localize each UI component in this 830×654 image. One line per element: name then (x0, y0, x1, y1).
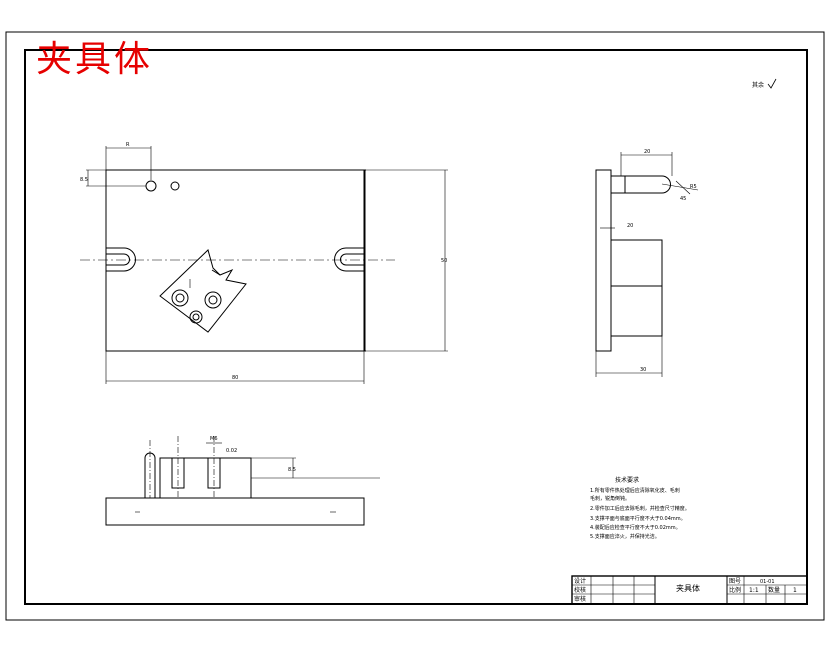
dim-front-height: 8.5 (288, 467, 296, 473)
dim-top-slot: R (126, 142, 130, 148)
inner-frame (24, 49, 808, 605)
front-block (159, 457, 252, 499)
clamp-screw-2 (204, 291, 222, 309)
overlay-title: 夹具体 (36, 39, 154, 80)
title-scale-label: 比例 (729, 586, 741, 594)
dim-side-base: 30 (640, 367, 646, 373)
dim-side-radius: R5 (690, 184, 697, 190)
tech-item-4: 3.支撑平面与底面平行度不大于0.04mm。 (590, 515, 686, 522)
left-slot (106, 247, 136, 272)
clamp-screw-3 (189, 310, 203, 324)
tech-item-5: 4.装配后应检查平行度不大于0.02mm。 (590, 524, 681, 531)
tech-item-6: 5.支撑面应淬火，并保持光洁。 (590, 533, 660, 540)
title-scale-value: 1:1 (749, 587, 759, 594)
top-view-dims: R 8.5 80 50 (80, 142, 447, 381)
side-view-dims: 20 R5 45 20 30 (627, 149, 697, 373)
front-base-plate (105, 497, 365, 526)
dim-front-tol: 0.02 (226, 448, 237, 454)
title-drawing-name: 夹具体 (676, 583, 700, 593)
title-drawing-no-value: 01-01 (760, 579, 775, 585)
roughness-note: 其余 (752, 78, 777, 89)
clamp-screw-1 (171, 289, 189, 307)
dim-front-hole: M6 (210, 436, 218, 442)
roughness-text: 其余 (752, 81, 764, 89)
dim-top-hole-offset: 8.5 (80, 177, 88, 183)
tech-item-3: 2.零件加工后应去除毛刺，并检查尺寸精度。 (590, 505, 690, 512)
top-view-side-step (363, 169, 366, 352)
title-qty-label: 数量 (768, 586, 780, 594)
tech-requirements: 技术要求 1.所有零件热处理后应清除氧化皮、毛刺 毛刺，锐角倒钝。 2.零件加工… (590, 476, 690, 540)
dim-side-width: 20 (644, 149, 650, 155)
top-hole-1 (145, 180, 157, 192)
side-view (595, 152, 699, 377)
front-view-dims: M6 0.02 8.5 (210, 436, 296, 473)
dim-side-angle: 45 (680, 196, 686, 202)
title-drawing-no-label: 图号 (729, 578, 741, 585)
side-block (610, 239, 663, 337)
title-designer: 设计 (574, 577, 586, 585)
title-block-text: 设计 校核 审核 夹具体 图号 01-01 比例 1:1 数量 1 (574, 577, 797, 603)
outer-border (5, 31, 825, 621)
dim-overall-width: 80 (232, 375, 238, 381)
clamp-block (159, 249, 247, 333)
front-view (105, 436, 380, 526)
dim-side-step: 20 (627, 223, 633, 229)
title-qty-value: 1 (793, 587, 797, 594)
tech-item-1: 1.所有零件热处理后应清除氧化皮、毛刺 (590, 487, 680, 494)
top-view-plate (105, 169, 365, 352)
dim-overall-height: 50 (441, 258, 447, 264)
right-slot (334, 247, 364, 272)
title-approver: 审核 (574, 595, 586, 603)
top-hole-2 (170, 181, 180, 191)
tech-heading: 技术要求 (615, 476, 639, 484)
side-base-plate (595, 169, 612, 352)
title-checker: 校核 (574, 586, 586, 594)
tech-item-2: 毛刺，锐角倒钝。 (590, 495, 630, 502)
title-block (571, 575, 808, 605)
side-pin (611, 175, 671, 194)
top-view (80, 146, 448, 384)
